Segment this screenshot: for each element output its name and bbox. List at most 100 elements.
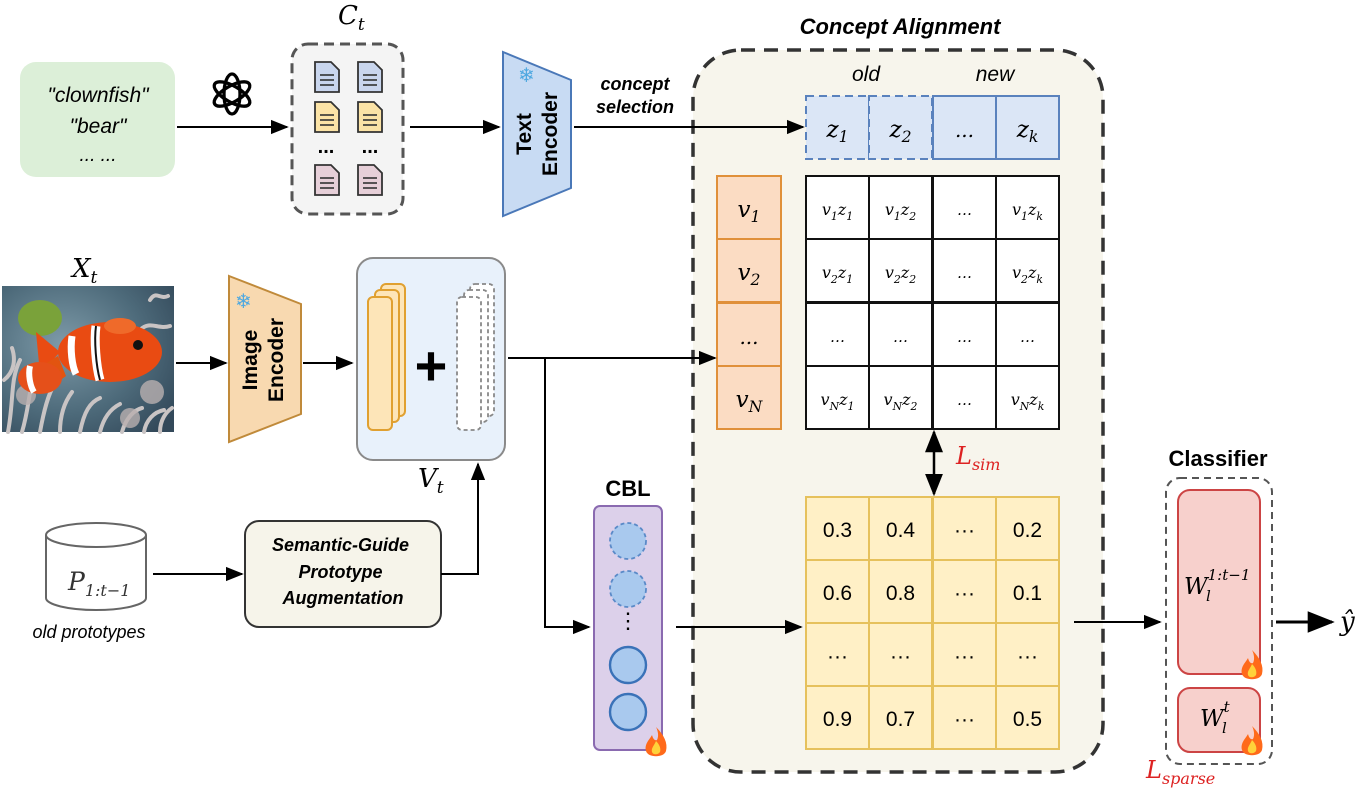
cbl-block [593,505,663,751]
visual-feature-label: ... [739,325,758,349]
score-value: 0.8 [886,582,915,605]
similarity-cell [995,175,1060,240]
similarity-value: … [957,391,972,409]
clownfish-image [2,286,174,434]
similarity-value: v2zk [1012,263,1043,286]
concept-embedding-cell [868,95,933,160]
similarity-cell [868,365,933,430]
score-value: 0.5 [1013,708,1042,731]
similarity-value: … [830,328,845,346]
score-value: ··· [954,519,975,542]
classifier-old-weights-sub: l [1206,587,1211,605]
image-encoder-block [228,274,302,444]
document-icon [357,101,383,133]
score-cell [932,685,997,750]
similarity-value: vNzk [1011,390,1045,413]
score-cell [995,685,1060,750]
similarity-value: v2z1 [822,263,853,286]
concept-embedding-cell [995,95,1060,160]
visual-feature-cell [716,302,782,367]
score-cell [932,622,997,687]
score-value: 0.4 [886,519,916,542]
visual-feature-label: v1 [738,197,761,226]
visual-feature-cell [716,175,782,240]
class-names-box [20,62,175,177]
plus-icon: + [415,334,448,397]
classifier-old-weights-label: W1:t−1 [1184,566,1250,600]
score-value: 0.1 [1013,582,1042,605]
score-value: 0.3 [823,519,852,542]
visual-feature-cell [716,238,782,303]
score-cell [995,622,1060,687]
classifier-old-weights [1177,489,1261,675]
concept-set-box [290,42,405,216]
similarity-value: … [957,328,972,346]
classifier-title: Classifier [1168,446,1267,471]
old-label: old [852,63,881,86]
concept-embedding-label: z2 [888,117,911,146]
score-cell [805,622,870,687]
similarity-cell [805,365,870,430]
doc-ellipsis-left: ... [318,136,335,158]
similarity-value: v1zk [1012,200,1043,223]
score-value: 0.7 [886,708,915,731]
score-value: 0.6 [823,582,852,605]
classifier-new-weights [1177,687,1261,753]
arrow-augmentation-to-features [441,462,486,575]
score-cell [995,559,1060,624]
classifier-new-weights-label: Wt [1200,698,1231,732]
similarity-value: … [893,328,908,346]
score-value: 0.2 [1013,519,1042,542]
score-value: ··· [954,582,975,605]
fire-icon [1241,726,1263,756]
classifier-new-weights-sub: l [1222,719,1227,737]
new-label: new [976,63,1016,86]
sim-loss-label: Lsim [955,442,1000,474]
similarity-value: vNz1 [821,390,855,413]
image-set-label: Xt [70,254,98,288]
text-encoder-block [502,50,572,218]
concept-alignment-title: Concept Alignment [800,14,1003,39]
document-icon [357,164,383,196]
openai-logo-icon [212,72,252,116]
class-name-2: "bear" [70,115,128,138]
document-icon [314,101,340,133]
fire-icon [645,727,667,757]
similarity-value: … [957,264,972,282]
score-cell [995,496,1060,561]
score-cell [932,559,997,624]
prototype-augmentation-label: Semantic-Guide Prototype Augmentation [272,535,414,608]
similarity-value: vNz2 [884,390,918,413]
image-feature-stack [367,283,406,431]
class-name-ellipsis: ... ... [80,145,117,166]
similarity-value: v2z2 [885,263,916,286]
old-prototypes-caption: old prototypes [32,622,145,642]
concept-embedding-cell [805,95,870,160]
score-value: ··· [827,645,848,668]
cbl-label: CBL [605,476,650,501]
score-cell [932,496,997,561]
similarity-cell [995,238,1060,303]
concept-embedding-label: z1 [825,117,848,146]
features-label: Vt [418,464,444,498]
visual-feature-cell [716,365,782,430]
similarity-value: v1z2 [885,200,916,223]
document-icon [357,61,383,93]
concept-set-label: Ct [338,1,365,35]
prototype-symbol: P1:t−1 [67,567,130,600]
class-name-1: "clownfish" [47,84,150,107]
arrow-features-to-cbl [544,358,591,635]
similarity-value: v1z1 [822,200,853,223]
score-value: ··· [954,645,975,668]
doc-ellipsis-right: ... [362,136,379,158]
cbl-neurons [608,522,648,732]
prototype-database-icon [45,522,147,611]
concept-embedding-label: zk [1016,117,1039,146]
